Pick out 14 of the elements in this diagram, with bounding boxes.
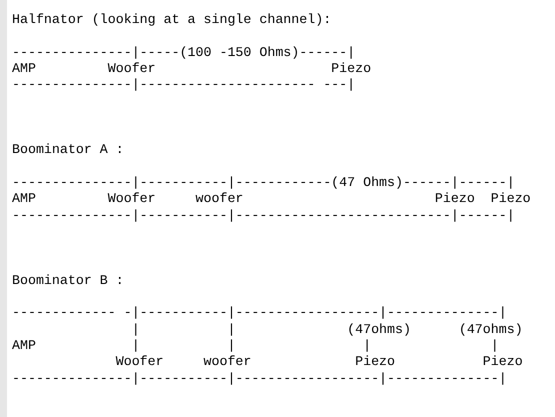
ascii-diagram-line: ---------------|-----------|---------------------------|------| [12,208,515,224]
ascii-diagram-line: AMP Woofer woofer Piezo Piezo [12,191,531,208]
ascii-diagram-line: ---------------|---------------------- ---| [12,77,356,94]
ascii-diagram-line: ---------------|-----(100 -150 Ohms)------| [12,44,356,61]
section-heading: Boominator A : [12,142,124,158]
section-heading: Halfnator (looking at a single channel): [12,12,332,28]
ascii-diagram-line: ---------------|-----------|------------------|--------------| [12,370,507,387]
ascii-diagram-line: AMP Woofer Piezo [12,60,372,77]
ascii-diagram-line: ---------------|-----------|------------(47 Ohms)------|------| [12,175,515,191]
ascii-diagram-line: Woofer woofer Piezo Piezo [114,354,523,370]
section-heading: Boominator B : [12,272,124,289]
ascii-diagram-line: | | (47ohms) (47ohms) [130,322,523,338]
ascii-diagram-line: AMP | | | | [12,338,499,354]
ascii-diagram-line: ------------- -|-----------|------------------|--------------| [12,305,507,322]
